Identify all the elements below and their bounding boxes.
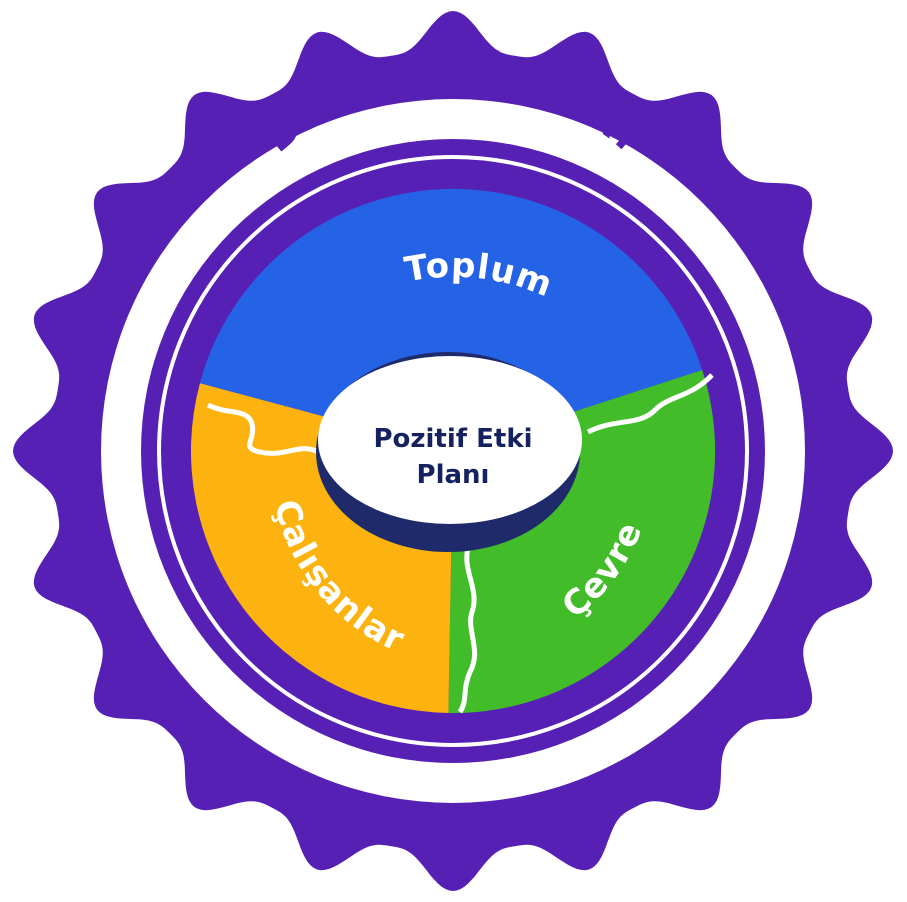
center-title-line-1: Pozitif Etki: [373, 424, 533, 454]
center-ellipse: [318, 356, 582, 524]
segment-toplum: [199, 188, 703, 452]
center-title-line-2: Planı: [416, 460, 490, 490]
segment-dividers: [206, 373, 714, 714]
center-title: Pozitif Etki Planı: [353, 421, 553, 493]
separator-ring: [157, 155, 749, 747]
